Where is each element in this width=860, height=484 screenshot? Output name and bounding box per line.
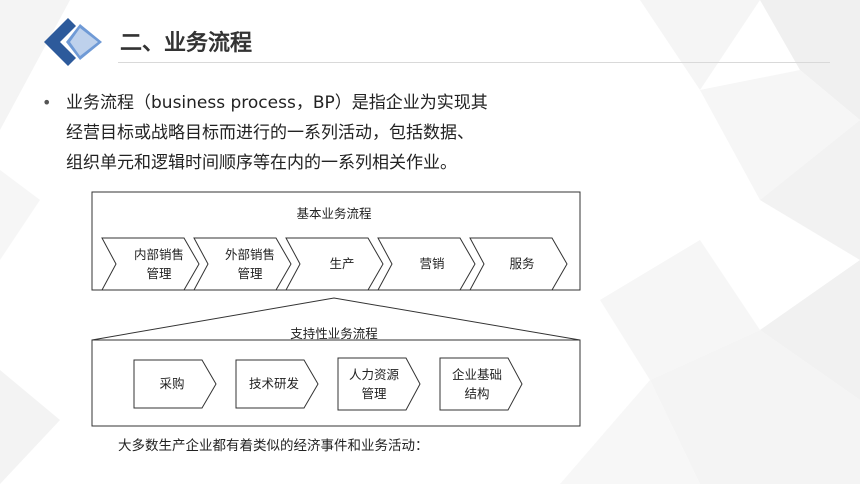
- bullet-line: 组织单元和逻辑时间顺序等在内的一系列相关作业。: [66, 153, 457, 173]
- bullet-paragraph: 业务流程（business process，BP）是指企业为实现其 经营目标或战…: [66, 88, 626, 178]
- svg-text:人力资源: 人力资源: [349, 367, 400, 382]
- primary-step: 内部销售 管理: [101, 237, 200, 291]
- primary-process-label: 基本业务流程: [296, 206, 372, 221]
- support-step: 技术研发: [235, 359, 319, 409]
- svg-text:管理: 管理: [146, 266, 172, 281]
- svg-text:内部销售: 内部销售: [134, 247, 184, 262]
- page-title: 二、业务流程: [120, 31, 253, 56]
- support-step: 企业基础 结构: [439, 357, 523, 411]
- svg-text:企业基础: 企业基础: [452, 367, 502, 382]
- connector-lines: [91, 297, 581, 341]
- svg-text:技术研发: 技术研发: [249, 376, 300, 391]
- primary-step: 外部销售 管理: [193, 237, 292, 291]
- svg-text:生产: 生产: [329, 256, 354, 271]
- primary-step: 服务: [469, 237, 568, 291]
- svg-text:结构: 结构: [464, 386, 489, 401]
- support-process-label: 支持性业务流程: [290, 326, 378, 341]
- title-divider: [118, 62, 830, 63]
- business-process-diagram: 基本业务流程 内部销售 管理 外部销售 管理 生产 营销 服务 支持性业务流程 …: [84, 186, 592, 434]
- svg-text:管理: 管理: [237, 266, 263, 281]
- support-process-box: [91, 339, 581, 427]
- svg-text:管理: 管理: [361, 386, 387, 401]
- bullet-marker: •: [42, 93, 52, 112]
- bullet-line: 业务流程（business process，BP）是指企业为实现其: [66, 93, 488, 113]
- svg-text:服务: 服务: [509, 256, 534, 271]
- primary-step: 营销: [377, 237, 476, 291]
- svg-text:营销: 营销: [419, 256, 444, 271]
- svg-text:采购: 采购: [159, 376, 184, 391]
- primary-step: 生产: [285, 237, 384, 291]
- logo-icon: [44, 18, 102, 66]
- bullet-line: 经营目标或战略目标而进行的一系列活动，包括数据、: [66, 123, 474, 143]
- support-step: 人力资源 管理: [337, 357, 421, 411]
- diagram-caption: 大多数生产企业都有着类似的经济事件和业务活动：: [118, 438, 429, 454]
- svg-text:外部销售: 外部销售: [225, 247, 275, 262]
- support-step: 采购: [133, 359, 217, 409]
